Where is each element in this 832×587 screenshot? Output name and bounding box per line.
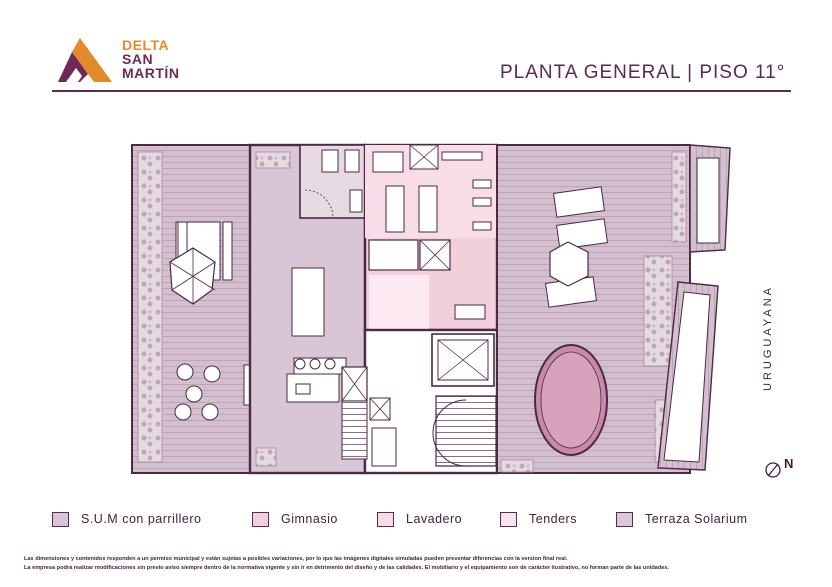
disclaimer-line-1: Las dimensiones y contenidos responden a… xyxy=(24,556,568,562)
right-terrace xyxy=(496,144,691,474)
legend-label: Tenders xyxy=(529,512,577,526)
core-area xyxy=(341,328,499,475)
floor-plan xyxy=(131,143,781,478)
brand-line-3: MARTÍN xyxy=(122,65,180,81)
east-balconies xyxy=(657,144,731,471)
legend-item-gimnasio: Gimnasio xyxy=(252,509,338,529)
legend-item-tenders: Tenders xyxy=(500,509,577,529)
legend-item-terraza: Terraza Solarium xyxy=(616,509,747,529)
page-title: PLANTA GENERAL | PISO 11° xyxy=(500,62,786,83)
brand-line-2: SAN xyxy=(122,51,154,67)
street-label: URUGUAYANA xyxy=(762,285,774,391)
legend-label: Terraza Solarium xyxy=(645,512,748,526)
north-indicator-icon xyxy=(765,462,781,478)
disclaimer: Las dimensiones y contenidos responden a… xyxy=(24,555,814,572)
legend-swatch xyxy=(377,511,394,527)
left-terrace xyxy=(131,144,251,474)
legend-label: Lavadero xyxy=(406,512,463,526)
gym-area xyxy=(363,143,499,332)
logo-icon xyxy=(58,38,112,82)
brand-name: DELTA SAN MARTÍN xyxy=(122,38,179,80)
north-label: N xyxy=(784,456,794,471)
legend-swatch xyxy=(252,511,269,527)
legend-swatch xyxy=(52,511,69,527)
legend: S.U.M con parrillero Gimnasio Lavadero T… xyxy=(52,509,792,529)
disclaimer-line-2: La empresa podrá realizar modificaciones… xyxy=(24,564,670,571)
legend-label: S.U.M con parrillero xyxy=(81,512,202,526)
legend-swatch xyxy=(500,511,517,527)
street-label-container: URUGUAYANA xyxy=(748,285,788,398)
legend-label: Gimnasio xyxy=(281,512,338,526)
title-divider xyxy=(52,90,791,92)
legend-swatch xyxy=(616,511,633,527)
brand-line-1: DELTA xyxy=(122,37,170,53)
legend-item-sum: S.U.M con parrillero xyxy=(52,509,201,529)
legend-item-lavadero: Lavadero xyxy=(377,509,462,529)
